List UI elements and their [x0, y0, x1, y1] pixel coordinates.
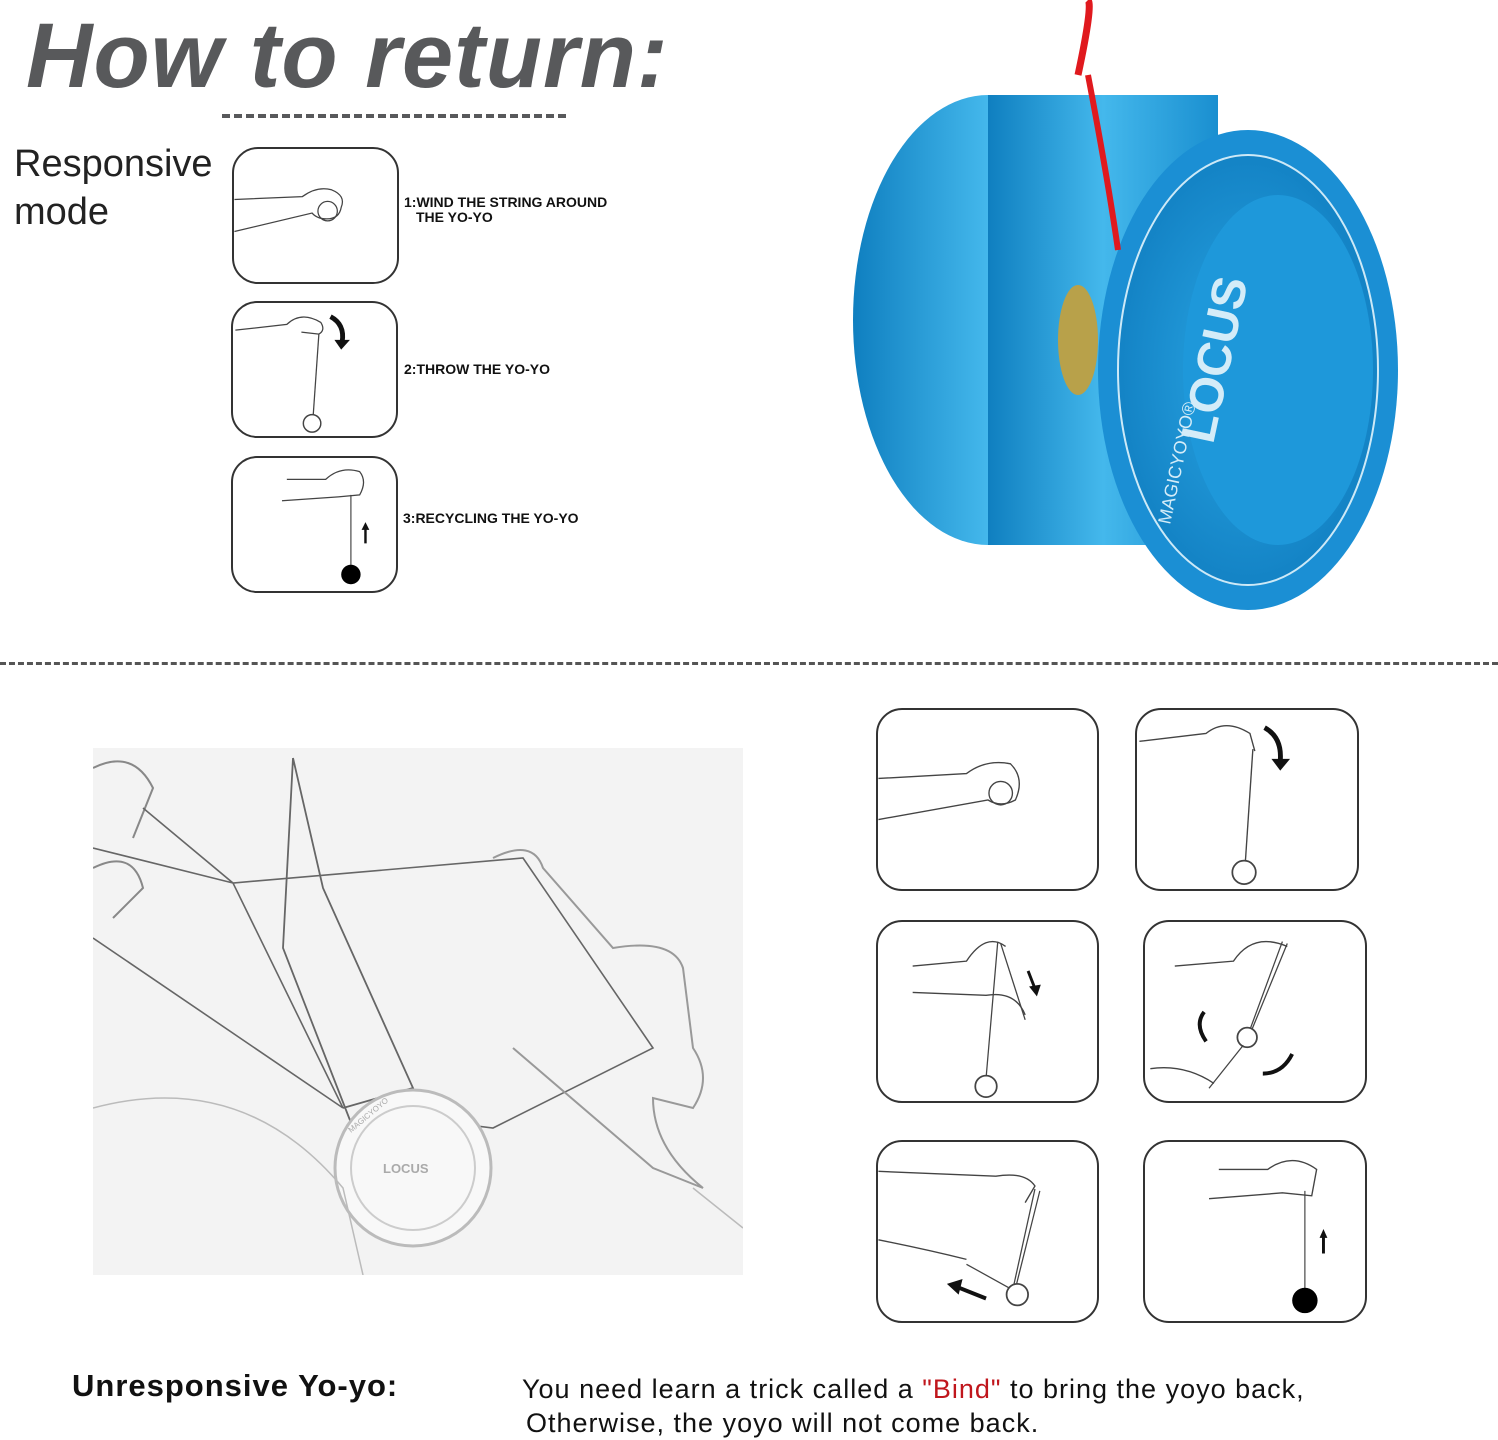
- bind-trick-sketch: LOCUS MAGICYOYO: [92, 748, 744, 1276]
- unresponsive-text-before: You need learn a trick called a: [522, 1374, 923, 1404]
- bind-step-3-illustration: [876, 920, 1099, 1103]
- step-2-illustration: [231, 301, 398, 438]
- bind-step-2-illustration: [1135, 708, 1359, 891]
- bind-step-6-illustration: [1143, 1140, 1367, 1323]
- step-1-label-line2: THE YO-YO: [416, 209, 493, 225]
- bind-step-5-illustration: [876, 1140, 1099, 1323]
- responsive-mode-heading: Responsive mode: [14, 140, 213, 236]
- hand-winding-icon: [234, 188, 344, 233]
- responsive-heading-line2: mode: [14, 191, 110, 233]
- step-3-illustration: [231, 456, 398, 593]
- step-1-label-line1: 1:WIND THE STRING AROUND: [404, 194, 608, 210]
- bind-highlight: "Bind": [922, 1374, 1002, 1404]
- unresponsive-heading: Unresponsive Yo-yo:: [72, 1368, 399, 1403]
- sketch-model-logo: LOCUS: [383, 1161, 429, 1176]
- unresponsive-line1: You need learn a trick called a "Bind" t…: [522, 1372, 1305, 1406]
- title-underline-divider: [222, 114, 566, 118]
- page-title: How to return:: [26, 5, 669, 107]
- unresponsive-line2: Otherwise, the yoyo will not come back.: [526, 1408, 1040, 1438]
- section-divider: [0, 662, 1498, 665]
- step-1-label: 1:WIND THE STRING AROUND THE YO-YO: [404, 195, 607, 225]
- step-1-illustration: [232, 147, 399, 284]
- unresponsive-description: You need learn a trick called a "Bind" t…: [522, 1372, 1305, 1440]
- bind-step-4-illustration: [1143, 920, 1367, 1103]
- responsive-heading-line1: Responsive: [14, 143, 213, 185]
- step-2-label: 2:THROW THE YO-YO: [404, 361, 550, 377]
- bind-step-1-illustration: [876, 708, 1099, 891]
- hand-throwing-icon: [235, 314, 350, 433]
- yoyo-product-photo: MAGICYOYO® LOCUS: [838, 0, 1438, 635]
- step-3-label: 3:RECYCLING THE YO-YO: [403, 510, 579, 526]
- unresponsive-text-after: to bring the yoyo back,: [1001, 1374, 1305, 1404]
- hand-catching-icon: [281, 469, 370, 585]
